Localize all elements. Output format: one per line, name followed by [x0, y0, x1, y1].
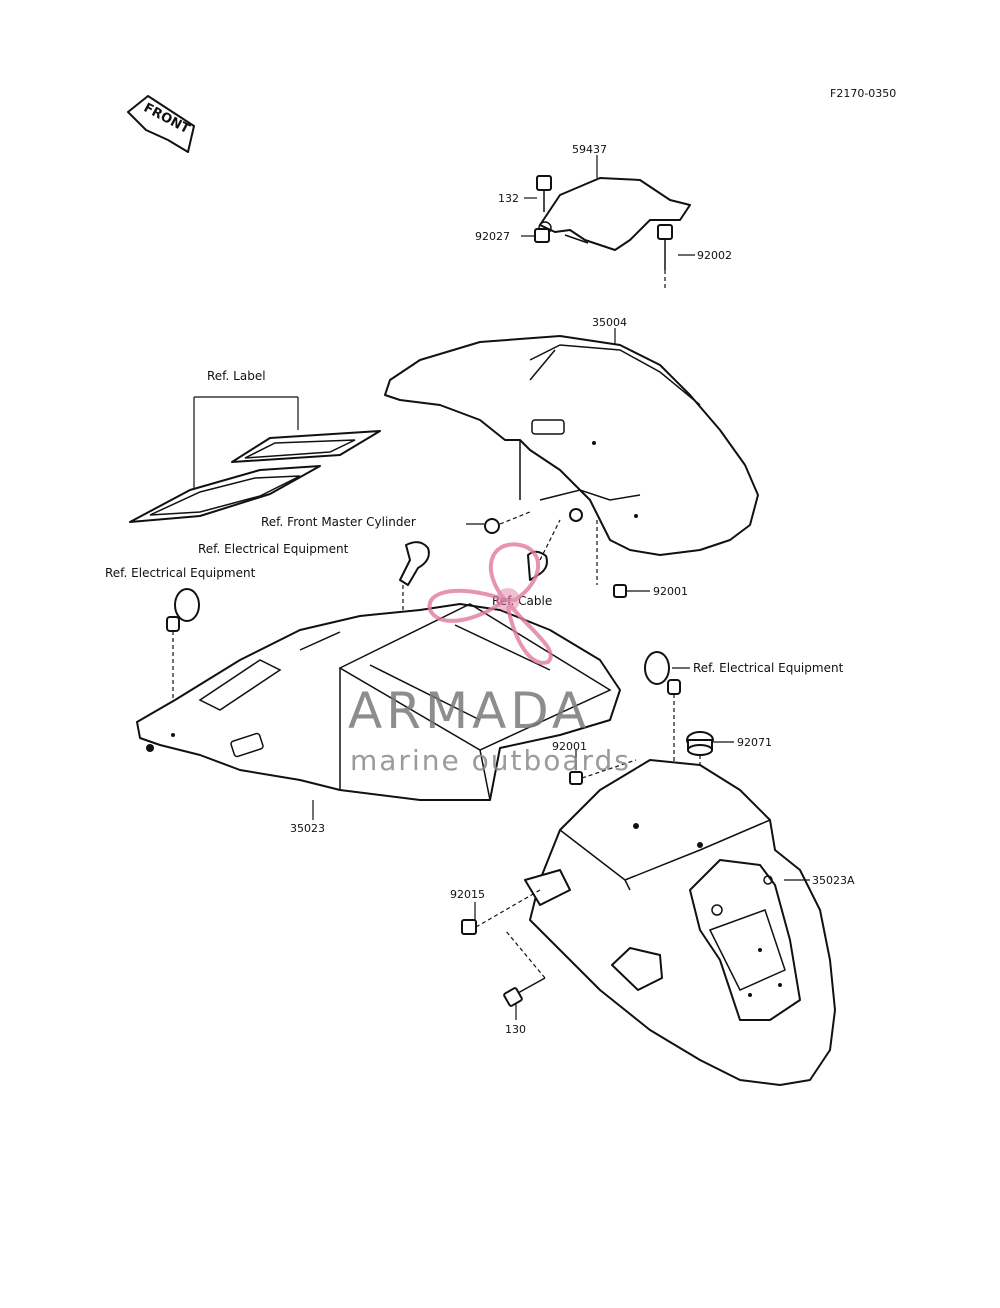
label-92001-mid: 92001: [552, 740, 587, 753]
ref-electrical-equipment-1: Ref. Electrical Equipment: [198, 542, 349, 556]
watermark-brand: ARMADA: [348, 682, 590, 740]
label-132: 132: [498, 192, 519, 205]
ref-label-text: Ref. Label: [207, 369, 266, 383]
label-92071: 92071: [737, 736, 772, 749]
part-35023-rear-fender-inner: [136, 603, 621, 820]
ref-front-master-cylinder: Ref. Front Master Cylinder: [261, 515, 416, 529]
ref-electrical-equipment-3: Ref. Electrical Equipment: [693, 661, 844, 675]
front-arrow-icon: FRONT: [127, 95, 195, 153]
label-35023: 35023: [290, 822, 325, 835]
nut-92027-icon: [521, 228, 550, 243]
front-master-cylinder-clamp-icon: [466, 511, 531, 534]
bolt-92001-mid-icon: [569, 750, 637, 785]
label-92027: 92027: [475, 230, 510, 243]
label-92001-top: 92001: [653, 585, 688, 598]
label-130: 130: [505, 1023, 526, 1036]
label-35004: 35004: [592, 316, 627, 329]
label-92015: 92015: [450, 888, 485, 901]
ref-cable: Ref. Cable: [492, 594, 552, 608]
ref-label-decals: [129, 396, 381, 523]
bolt-92002-icon: [657, 224, 695, 290]
part-59437-bracket: [538, 155, 691, 251]
bolt-92001-top-icon: [596, 520, 650, 598]
part-35023A-rear-fender-outer: [524, 759, 836, 1086]
electrical-clip-1-icon: [399, 541, 430, 612]
label-92002: 92002: [697, 249, 732, 262]
ref-electrical-equipment-2: Ref. Electrical Equipment: [105, 566, 256, 580]
bolt-132-icon: [524, 175, 552, 212]
diagram-code: F2170-0350: [830, 87, 896, 100]
label-35023A: 35023A: [812, 874, 855, 887]
label-59437: 59437: [572, 143, 607, 156]
nut-92015-icon: [461, 889, 541, 935]
watermark-logo: ARMADA marine outboards: [348, 542, 631, 777]
watermark-tagline: marine outboards: [350, 744, 631, 777]
propeller-icon: [427, 542, 553, 665]
bolt-130-icon: [503, 929, 546, 1020]
part-35004-front-fender: [384, 328, 759, 556]
